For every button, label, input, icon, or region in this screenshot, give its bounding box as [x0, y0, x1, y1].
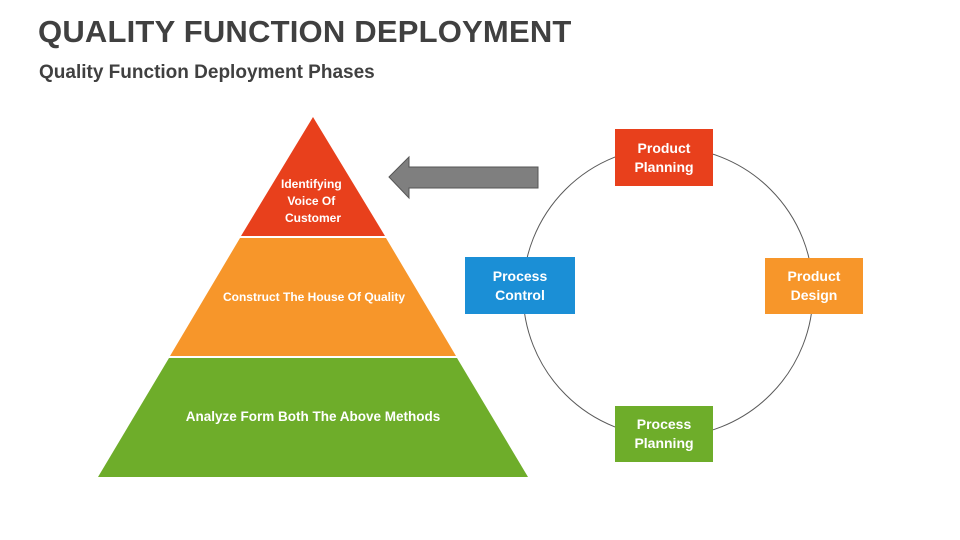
pyramid-level-middle — [170, 238, 456, 356]
phase-label-line: Planning — [634, 158, 694, 175]
pyramid-level-bottom-label: Analyze Form Both The Above Methods — [186, 409, 441, 424]
phase-label-line: Product — [787, 268, 841, 284]
phase-product-design: Product Design — [765, 258, 863, 314]
pyramid-level-top-label: Identifying Voice Of Customer — [281, 177, 345, 225]
phase-label-line: Planning — [634, 435, 694, 451]
phase-process-planning: Process Planning — [615, 406, 713, 462]
phase-label-line: Process — [492, 267, 548, 284]
phase-label-line: Process — [636, 416, 692, 432]
pyramid-level-middle-label: Construct The House Of Quality — [223, 290, 405, 304]
phase-process-control: Process Control — [465, 257, 575, 314]
phase-label-line: Product — [637, 139, 691, 156]
left-arrow-icon — [388, 155, 539, 200]
page-title: QUALITY FUNCTION DEPLOYMENT — [38, 14, 572, 49]
pyramid: Identifying Voice Of Customer Construct … — [98, 117, 528, 477]
phase-label-line: Control — [495, 286, 545, 303]
phase-product-planning: Product Planning — [615, 129, 713, 186]
page-subtitle: Quality Function Deployment Phases — [39, 62, 375, 83]
pyramid-level-bottom — [98, 358, 528, 477]
phase-label-line: Design — [790, 287, 838, 303]
pyramid-level-top — [241, 117, 385, 236]
